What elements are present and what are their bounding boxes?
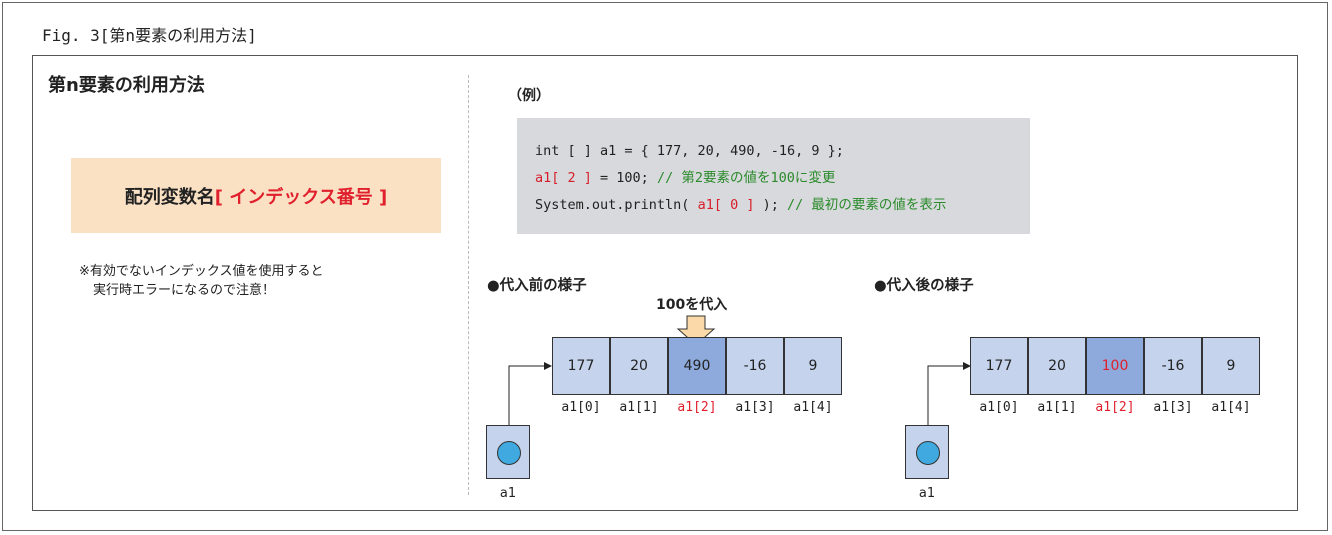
after-cell-3: -16	[1144, 337, 1202, 395]
warning-note: ※有効でないインデックス値を使用すると 実行時エラーになるので注意！	[79, 262, 324, 300]
code-line-3-call: System.out.println(	[535, 197, 698, 213]
before-index-3: a1[3]	[735, 400, 775, 415]
note-line-1: ※有効でないインデックス値を使用すると	[79, 264, 324, 279]
code-line-3: System.out.println( a1[ 0 ] ); // 最初の要素の…	[535, 192, 1030, 219]
code-line-3-close: );	[754, 197, 787, 213]
before-cell-0: 177	[552, 337, 610, 395]
before-index-0: a1[0]	[561, 400, 601, 415]
after-cell-0: 177	[970, 337, 1028, 395]
example-label: （例）	[508, 88, 550, 104]
code-line-2-assign: = 100;	[591, 170, 657, 186]
reference-circle-icon	[916, 441, 940, 465]
code-line-2: a1[ 2 ] = 100; // 第2要素の値を100に変更	[535, 165, 1030, 192]
figure-title: Fig. 3[第n要素の利用方法]	[42, 26, 257, 45]
before-cell-1: 20	[610, 337, 668, 395]
after-pointer-arrow	[927, 362, 971, 440]
after-variable-box	[905, 425, 949, 479]
after-label: ●代入後の様子	[874, 278, 974, 294]
syntax-index: [ インデックス番号 ]	[214, 186, 388, 208]
before-index-2: a1[2]	[677, 400, 717, 415]
reference-circle-icon	[497, 441, 521, 465]
after-variable-label: a1	[918, 486, 936, 501]
after-index-0: a1[0]	[979, 400, 1019, 415]
before-cell-2: 490	[668, 337, 726, 395]
syntax-prefix: 配列変数名	[124, 186, 215, 208]
note-line-2: 実行時エラーになるので注意！	[93, 283, 276, 298]
code-line-3-arg: a1[ 0 ]	[697, 197, 755, 213]
before-index-4: a1[4]	[793, 400, 833, 415]
before-label: ●代入前の様子	[487, 278, 587, 294]
before-cell-3: -16	[726, 337, 784, 395]
code-block: int [ ] a1 = { 177, 20, 490, -16, 9 }; a1…	[517, 118, 1030, 234]
diagram-panel	[32, 55, 1298, 511]
before-index-1: a1[1]	[619, 400, 659, 415]
panel-title: 第n要素の利用方法	[48, 75, 205, 96]
panel-divider	[468, 75, 469, 495]
code-line-2-comment: // 第2要素の値を100に変更	[656, 170, 836, 186]
code-line-2-target: a1[ 2 ]	[535, 170, 592, 186]
after-index-1: a1[1]	[1037, 400, 1077, 415]
after-index-2: a1[2]	[1095, 400, 1135, 415]
after-index-4: a1[4]	[1211, 400, 1251, 415]
after-cell-1: 20	[1028, 337, 1086, 395]
code-line-1: int [ ] a1 = { 177, 20, 490, -16, 9 };	[535, 143, 844, 159]
before-cell-4: 9	[784, 337, 842, 395]
assign-label: 100を代入	[656, 297, 728, 313]
after-cell-4: 9	[1202, 337, 1260, 395]
after-index-3: a1[3]	[1153, 400, 1193, 415]
before-variable-box	[486, 425, 530, 479]
before-pointer-arrow	[508, 362, 552, 440]
before-variable-label: a1	[499, 486, 517, 501]
after-cell-2: 100	[1086, 337, 1144, 395]
code-line-3-comment: // 最初の要素の値を表示	[786, 197, 947, 213]
syntax-box: 配列変数名[ インデックス番号 ]	[71, 158, 441, 233]
